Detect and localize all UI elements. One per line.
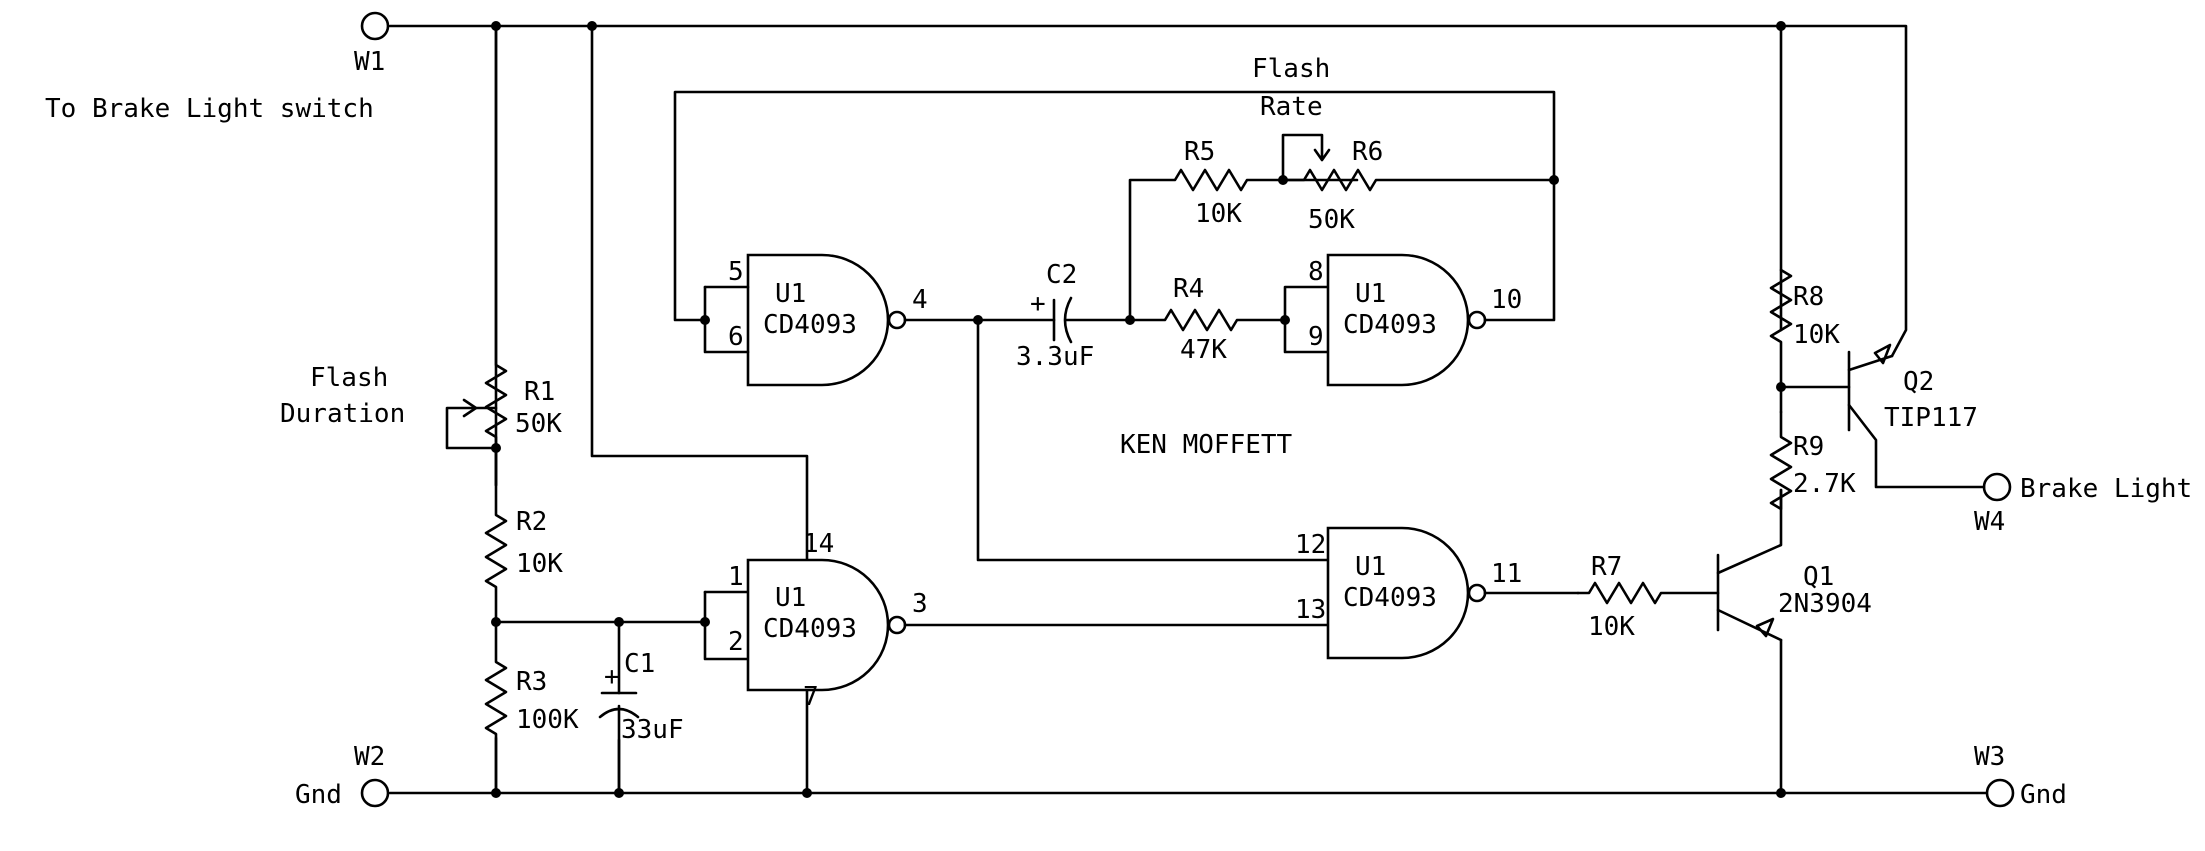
resistor-r1-ref: R1: [524, 377, 555, 407]
gate-c-pin-in1: 8: [1308, 257, 1324, 287]
capacitor-c1: + C1 33uF: [494, 620, 707, 795]
terminal-w2-desc: Gnd: [295, 780, 342, 810]
gate-a-ref: U1: [775, 583, 806, 613]
flash-duration-label-1: Flash: [310, 363, 388, 393]
gate-c: 8 9 10 U1 CD4093: [1308, 178, 1556, 387]
transistor-q1: Q1 2N3904: [1716, 488, 1872, 642]
gate-a-part: CD4093: [763, 614, 857, 644]
flash-rate-label-1: Flash: [1252, 54, 1330, 84]
resistor-r8: R8 10K: [1769, 268, 1840, 414]
gate-a-pin-vdd: 14: [803, 529, 834, 559]
gate-a-pin-in2: 2: [728, 627, 744, 657]
gate-d-pin-out: 11: [1491, 559, 1522, 589]
gate-a-pin-vss: 7: [803, 682, 819, 712]
resistor-r6-ref: R6: [1352, 137, 1383, 167]
resistor-r6: R6 50K Flash Rate: [1252, 54, 1556, 235]
resistor-r9-ref: R9: [1793, 432, 1824, 462]
gate-d-part: CD4093: [1343, 583, 1437, 613]
resistor-r2-value: 10K: [516, 549, 563, 579]
resistor-r7-ref: R7: [1591, 552, 1622, 582]
resistor-r1-value: 50K: [515, 409, 562, 439]
gate-c-pin-out: 10: [1491, 285, 1522, 315]
transistor-q1-part: 2N3904: [1778, 589, 1872, 619]
resistor-r5-value: 10K: [1195, 199, 1242, 229]
gate-b-part: CD4093: [763, 310, 857, 340]
resistor-r3-ref: R3: [516, 667, 547, 697]
terminal-w4-desc: Brake Light: [2020, 474, 2192, 504]
transistor-q1-ref: Q1: [1803, 562, 1834, 592]
resistor-r4: R4 47K: [1128, 274, 1330, 365]
flash-rate-label-2: Rate: [1260, 92, 1323, 122]
gate-b-ref: U1: [775, 279, 806, 309]
gate-d-pin-in2: 13: [1295, 595, 1326, 625]
resistor-r7: R7 10K: [1576, 552, 1720, 642]
gate-a: 1 2 3 14 7 U1 CD4093: [703, 529, 1330, 712]
terminal-w3-ref: W3: [1974, 742, 2005, 772]
resistor-r9: R9 2.7K: [1769, 410, 1856, 511]
terminal-w1: W1 To Brake Light switch: [45, 11, 390, 124]
capacitor-c1-ref: C1: [624, 649, 655, 679]
gate-b-pin-in2: 6: [728, 322, 744, 352]
flash-duration-label-2: Duration: [280, 399, 405, 429]
terminal-w2-ref: W2: [354, 742, 385, 772]
gate-d-pin-in1: 12: [1295, 530, 1326, 560]
capacitor-c2-value: 3.3uF: [1016, 342, 1094, 372]
gate-a-pin-out: 3: [912, 589, 928, 619]
capacitor-c1-polarity: +: [604, 662, 620, 692]
junction-dots: [491, 21, 1786, 798]
gate-c-pin-in2: 9: [1308, 322, 1324, 352]
gate-d-ref: U1: [1355, 552, 1386, 582]
author-label: KEN MOFFETT: [1120, 430, 1293, 460]
terminal-w4-ref: W4: [1974, 507, 2005, 537]
resistor-r5-ref: R5: [1184, 137, 1215, 167]
gate-b-pin-out: 4: [912, 285, 928, 315]
terminal-w1-desc: To Brake Light switch: [45, 94, 374, 124]
terminal-w3: W3 Gnd: [1974, 742, 2067, 810]
resistor-r6-value: 50K: [1308, 205, 1355, 235]
transistor-q2-ref: Q2: [1903, 367, 1934, 397]
resistor-r2: R2 10K: [484, 446, 563, 624]
resistor-r1: R1 50K Flash Duration: [280, 24, 562, 487]
gate-d: 12 13 11 U1 CD4093: [1295, 526, 1580, 660]
capacitor-c2-ref: C2: [1046, 260, 1077, 290]
resistor-r4-value: 47K: [1180, 335, 1227, 365]
gate-c-part: CD4093: [1343, 310, 1437, 340]
capacitor-c2-polarity: +: [1030, 289, 1046, 319]
gate-c-ref: U1: [1355, 279, 1386, 309]
capacitor-c2: + C2 3.3uF: [976, 260, 1330, 562]
resistor-r9-value: 2.7K: [1793, 469, 1856, 499]
terminal-w1-ref: W1: [354, 47, 385, 77]
resistor-r2-ref: R2: [516, 507, 547, 537]
gate-b-pin-in1: 5: [728, 257, 744, 287]
transistor-q2: Q2 TIP117: [1779, 343, 1986, 489]
supply-rail: [388, 24, 1908, 562]
resistor-r7-value: 10K: [1588, 612, 1635, 642]
resistor-r8-value: 10K: [1793, 320, 1840, 350]
terminal-w3-desc: Gnd: [2020, 780, 2067, 810]
gate-a-pin-in1: 1: [728, 562, 744, 592]
resistor-r5: R5 10K: [1128, 137, 1359, 322]
terminal-w4: W4 Brake Light: [1974, 472, 2192, 537]
transistor-q2-part: TIP117: [1884, 403, 1978, 433]
resistor-r3-value: 100K: [516, 705, 579, 735]
terminal-w2: W2 Gnd: [295, 742, 390, 810]
resistor-r3: R3 100K: [484, 620, 579, 795]
resistor-r8-ref: R8: [1793, 282, 1824, 312]
resistor-r4-ref: R4: [1173, 274, 1204, 304]
capacitor-c1-value: 33uF: [621, 715, 684, 745]
